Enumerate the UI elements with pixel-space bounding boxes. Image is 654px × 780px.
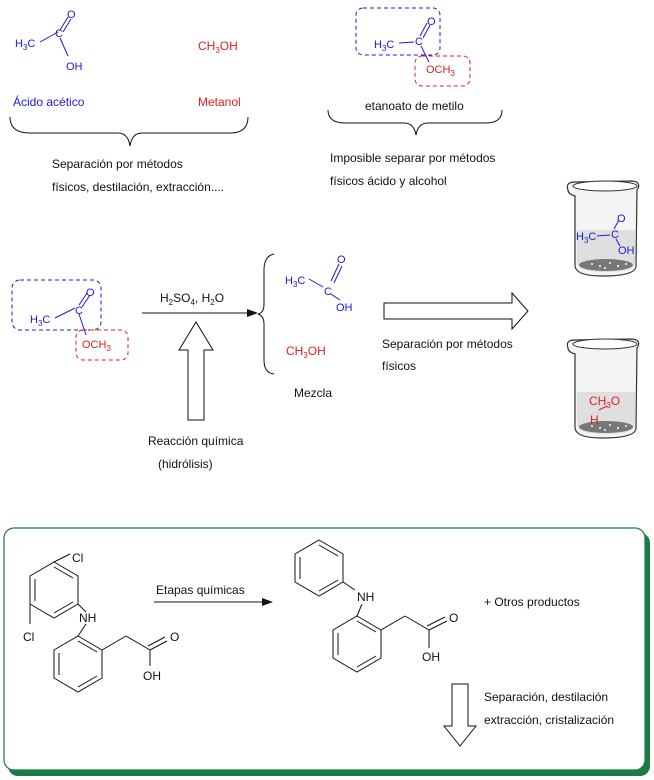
acetic-carbon: C <box>55 28 63 40</box>
oh-left: OH <box>143 669 161 683</box>
svg-text:H3C: H3C <box>374 39 394 53</box>
svg-text:O: O <box>617 213 626 225</box>
methanol-middle: CH3OH <box>286 344 326 360</box>
svg-text:C: C <box>611 229 619 241</box>
mixture-label: Mezcla <box>294 386 332 400</box>
separation-label-1: Separación por métodos <box>382 337 513 351</box>
acetic-oxygen: O <box>67 9 76 21</box>
svg-text:O: O <box>427 16 436 28</box>
svg-text:O: O <box>337 254 346 266</box>
svg-text:OH: OH <box>618 245 635 257</box>
svg-text:OCH3: OCH3 <box>82 339 111 353</box>
methanol-name: Metanol <box>198 95 241 109</box>
beaker-acid: H3C C O OH <box>566 180 640 277</box>
brace-right <box>327 109 503 136</box>
svg-text:H3C: H3C <box>15 38 35 52</box>
acetic-acid-structure: H3C C O OH <box>15 9 83 73</box>
reaction-input-arrow <box>178 321 214 421</box>
beaker-methanol: CH3O H <box>566 338 640 439</box>
purification-label-2: extracción, cristalización <box>484 713 614 727</box>
reagents-label: H2SO4, H2O <box>160 291 224 307</box>
svg-text:CH3O: CH3O <box>589 394 620 410</box>
acetic-h: H <box>15 38 23 50</box>
right-molecule <box>294 539 448 673</box>
nh-right: NH <box>357 590 374 604</box>
svg-text:O: O <box>86 287 95 299</box>
o-right: O <box>449 611 458 625</box>
purification-label-1: Separación, destilación <box>484 690 608 704</box>
reaction-label-2: (hidrólisis) <box>158 457 213 471</box>
ester-structure-middle: H3C C O OCH3 <box>11 279 129 361</box>
left-molecule <box>29 553 168 693</box>
svg-text:OH: OH <box>336 302 353 314</box>
ester-structure-top: H3C C O OCH3 <box>355 7 471 87</box>
svg-text:H3C: H3C <box>576 231 596 245</box>
other-products: + Otros productos <box>484 595 580 609</box>
cl-top: Cl <box>72 551 83 565</box>
svg-text:OCH3: OCH3 <box>426 64 455 78</box>
products-brace <box>257 253 275 375</box>
steps-label: Etapas químicas <box>156 583 245 597</box>
brace-left-text-1: Separación por métodos <box>52 157 183 171</box>
svg-text:C: C <box>75 305 83 317</box>
svg-text:C: C <box>415 36 423 48</box>
separation-arrow <box>383 291 529 331</box>
brace-left <box>9 116 249 147</box>
brace-left-text-2: físicos, destilación, extracción.... <box>52 180 224 194</box>
separation-label-2: físicos <box>382 359 416 373</box>
svg-text:C: C <box>324 286 332 298</box>
methanol-formula: CH3OH <box>198 39 238 55</box>
o-left: O <box>170 630 179 644</box>
cl-bottom: Cl <box>23 630 34 644</box>
oh-right: OH <box>422 650 440 664</box>
nh-left: NH <box>79 611 96 625</box>
acetic-oh: OH <box>66 61 83 73</box>
reaction-label-1: Reacción química <box>148 434 244 448</box>
brace-right-text-1: Imposible separar por métodos <box>330 151 495 165</box>
purification-arrow <box>442 683 478 747</box>
brace-right-text-2: físicos ácido y alcohol <box>330 174 447 188</box>
bottom-panel <box>3 527 646 771</box>
acid-structure-middle: H3C C O OH <box>285 254 353 314</box>
acetic-acid-name: Ácido acético <box>13 94 85 109</box>
svg-text:H3C: H3C <box>285 275 305 289</box>
svg-text:H: H <box>590 413 599 427</box>
svg-text:H3C: H3C <box>30 314 50 328</box>
ester-name: etanoato de metilo <box>365 99 464 113</box>
